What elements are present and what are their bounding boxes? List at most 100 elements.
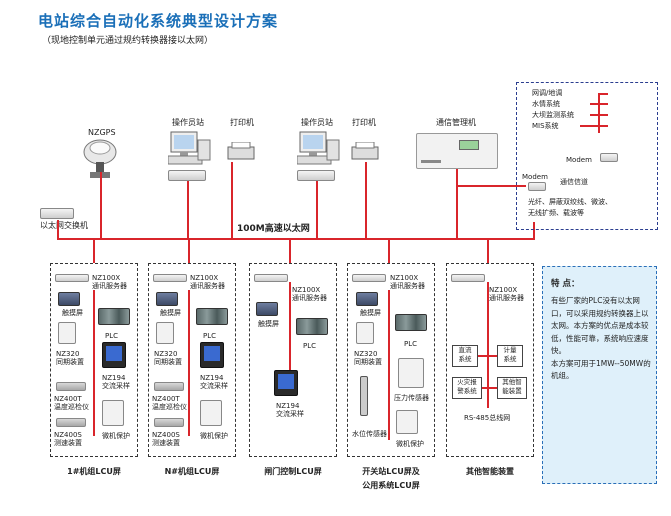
cabinet-2-comm-server (153, 274, 187, 282)
cabinet-drop (487, 238, 489, 263)
plc-icon (395, 314, 427, 331)
cabinet-2-sync-label: NZ320 同期装置 (154, 350, 182, 366)
modem-1-label: Modem (566, 156, 592, 164)
cabinet-2-temp-label: NZ400T 温度巡检仪 (152, 395, 187, 411)
features-note: 特 点： 有些厂家的PLC没有以太网口，可以采用规约转换器上以太网。本方案的优点… (542, 266, 657, 484)
cabinet-1-box (50, 263, 138, 457)
cabinet-5-bus (487, 282, 489, 408)
touch-screen-icon (356, 292, 378, 306)
comm-manager-link-line (456, 169, 458, 238)
temp-inspector-icon (56, 382, 86, 391)
operator-station-1-label: 操作员站 (172, 118, 204, 127)
cabinet-4-touch-label: 触摸屏 (360, 309, 381, 317)
cabinet-1-sync-label: NZ320 同期装置 (56, 350, 84, 366)
cabinet-drop (388, 238, 390, 263)
note-body: 有些厂家的PLC没有以太网口，可以采用规约转换器上以太网。本方案的优点是成本较低… (551, 295, 651, 383)
cabinet-2-title: N#机组LCU屏 (164, 467, 220, 476)
cabinet-4-comm-label: NZ100X 通讯服务器 (390, 274, 425, 290)
cabinet-5-title: 其他智能装置 (466, 467, 514, 476)
remote-item-3: 大坝监测系统 (532, 111, 574, 119)
channel-desc-1: 光纤、屏蔽双绞线、微波、 (528, 198, 612, 206)
metering-system-box: 计量 系统 (497, 345, 523, 367)
cabinet-2-plc-label: PLC (203, 332, 217, 340)
remote-branch (598, 93, 608, 95)
remote-branch (590, 114, 608, 116)
cabinet-2-touch-label: 触摸屏 (160, 309, 181, 317)
modem-link-line (456, 185, 526, 187)
other-devices-box: 其他智 能装置 (497, 377, 527, 399)
page-subtitle: （现地控制单元通过规约转换器接以太网） (42, 36, 214, 46)
ethernet-switch-label: 以太网交换机 (40, 221, 88, 230)
remote-branch (590, 103, 608, 105)
printer2-link-line (365, 162, 367, 238)
printer-icon (351, 142, 379, 160)
cabinet-1-title: 1#机组LCU屏 (67, 467, 121, 476)
pressure-sensor-icon (398, 358, 424, 388)
modem-1-icon (600, 153, 618, 162)
cabinet-2-box (148, 263, 236, 457)
operator-station-1-rack (168, 170, 206, 181)
cabinet-3-title: 闸门控制LCU屏 (264, 467, 322, 476)
gps-label: NZGPS (88, 128, 116, 137)
cabinet-5-comm-label: NZ100X 通讯服务器 (489, 286, 524, 302)
cabinet-1-comm-server (55, 274, 89, 282)
network-label: 100M高速以太网 (237, 224, 310, 234)
plc-icon (296, 318, 328, 335)
dc-system-box: 直流 系统 (452, 345, 478, 367)
ethernet-bus-drop (57, 220, 59, 238)
cabinet-4-sync-label: NZ320 同期装置 (354, 350, 382, 366)
cabinet-5-box (446, 263, 534, 457)
cabinet-1-ac-label: NZ194 交流采样 (102, 374, 130, 390)
cabinet-1-comm-label: NZ100X 通讯服务器 (92, 274, 127, 290)
remote-item-2: 水情系统 (532, 100, 560, 108)
speed-device-icon (154, 418, 184, 427)
cabinet-4-comm-server (352, 274, 386, 282)
ac-sample-meter-icon (102, 342, 126, 368)
network-right-drop (533, 222, 535, 239)
cabinet-1-bus (93, 290, 95, 436)
cabinet-3-box (249, 263, 337, 457)
printer1-link-line (231, 162, 233, 238)
cabinet-4-title-1: 开关站LCU屏及 (362, 467, 420, 476)
operator-station-2-rack (297, 170, 335, 181)
channel-desc-2: 无线扩频、载波等 (528, 209, 584, 217)
touch-screen-icon (256, 302, 278, 316)
page-title: 电站综合自动化系统典型设计方案 (38, 12, 279, 30)
printer-1-label: 打印机 (230, 118, 254, 127)
cabinet-1-temp-label: NZ400T 温度巡检仪 (54, 395, 89, 411)
cabinet-drop (93, 238, 95, 263)
cabinet-4-water-label: 水位传感器 (352, 430, 387, 438)
comm-manager-display (459, 140, 479, 150)
station2-link-line (316, 181, 318, 238)
cabinet-3-bus (289, 282, 291, 372)
comm-manager-label: 通信管理机 (436, 118, 476, 127)
modem-2-label: Modem (522, 173, 548, 181)
sync-device-icon (58, 322, 76, 344)
rs485-label: RS-485总线网 (464, 414, 511, 422)
computer-icon (297, 131, 340, 165)
cabinet-5-comm-server (451, 274, 485, 282)
cabinet-3-plc-label: PLC (303, 342, 317, 350)
cabinet-drop (188, 238, 190, 263)
touch-screen-icon (156, 292, 178, 306)
remote-item-4: MIS系统 (532, 122, 559, 130)
ethernet-switch-device (40, 208, 74, 219)
cabinet-4-box (347, 263, 435, 457)
remote-item-1: 网调/地调 (532, 89, 563, 97)
water-level-sensor-icon (360, 376, 368, 416)
cabinet-2-bus (188, 290, 190, 436)
ac-sample-meter-icon (274, 370, 298, 396)
computer-icon (168, 131, 211, 165)
cabinet-4-title-2: 公用系统LCU屏 (362, 481, 420, 490)
plc-icon (98, 308, 130, 325)
cabinet-1-relay-label: 微机保护 (102, 432, 130, 440)
note-title: 特 点： (551, 279, 580, 289)
remote-branch (580, 125, 608, 127)
sync-device-icon (356, 322, 374, 344)
rs485-link (478, 355, 497, 357)
relay-protection-icon (396, 410, 418, 434)
fire-alarm-box: 火灾报 警系统 (452, 377, 482, 399)
printer-2-label: 打印机 (352, 118, 376, 127)
relay-protection-icon (200, 400, 222, 426)
cabinet-1-speed-label: NZ400S 测速装置 (54, 431, 82, 447)
